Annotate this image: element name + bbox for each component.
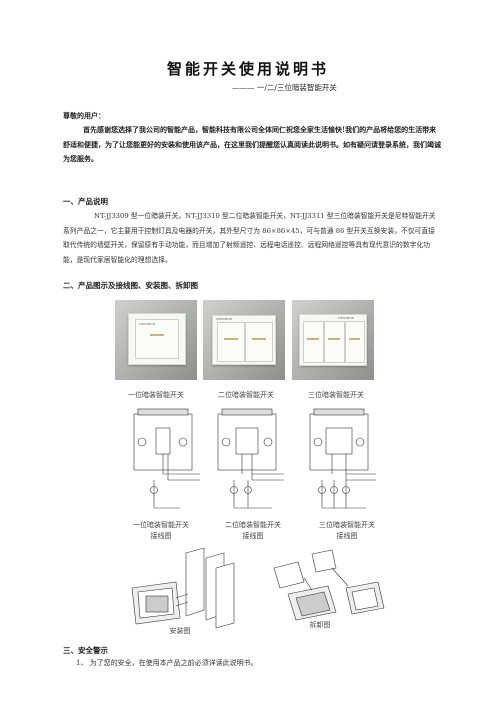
wiring-caption-two-gang: 二位暗装智能开关 接线图 (225, 521, 281, 540)
brand-logo: NEXTRON (139, 322, 156, 326)
remove-caption: 拆卸图 (309, 621, 331, 629)
section-heading-1: 一、产品说明 (63, 197, 108, 206)
caption-two-gang: 二位暗装智能开关 (218, 391, 274, 399)
brand-logo: NEXTRON (338, 316, 355, 320)
wiring-diagrams (133, 408, 376, 509)
page-title: 智能开关使用说明书 (166, 60, 329, 78)
wiring-diagram-two-gang (217, 408, 284, 509)
photo-three-gang-switch: NEXTRON (292, 300, 374, 380)
safety-item-1: 1、 为了您的安全，在使用本产品之前必须详读此说明书。 (76, 659, 258, 667)
intro-paragraph: 首先感谢您选择了我公司的智能产品，智能科技有限公司全体同仁祝您全家生活愉快!我们… (63, 125, 441, 163)
wiring-caption-one-gang: 一位暗装智能开关 接线图 (133, 521, 189, 540)
caption-one-gang: 一位暗装智能开关 (128, 391, 184, 399)
product-description: NT-JJ3309 型一位暗装开关，NT-JJ3310 型二位暗装智能开关，NT… (63, 212, 436, 264)
section-heading-3: 三、安全警示 (63, 646, 108, 655)
brand-logo: NEXTRON (216, 317, 233, 321)
wiring-diagram-three-gang (309, 408, 376, 509)
photo-one-gang-switch: NEXTRON (115, 300, 197, 380)
removal-drawing (273, 549, 385, 621)
caption-three-gang: 三位暗装智能开关 (308, 391, 364, 399)
photo-two-gang-switch: NEXTRON (203, 300, 285, 380)
installation-drawing (131, 548, 235, 629)
wiring-caption-three-gang: 三位暗装智能开关 接线图 (319, 521, 375, 540)
salutation: 尊敬的用户： (63, 111, 105, 120)
page-subtitle: ——— 一/二/三位暗装智能开关 (232, 83, 337, 92)
install-caption: 安装图 (169, 627, 191, 635)
wiring-diagram-one-gang (133, 408, 200, 509)
section-heading-2: 二、产品图示及接线图、安装图、拆卸图 (63, 281, 198, 290)
